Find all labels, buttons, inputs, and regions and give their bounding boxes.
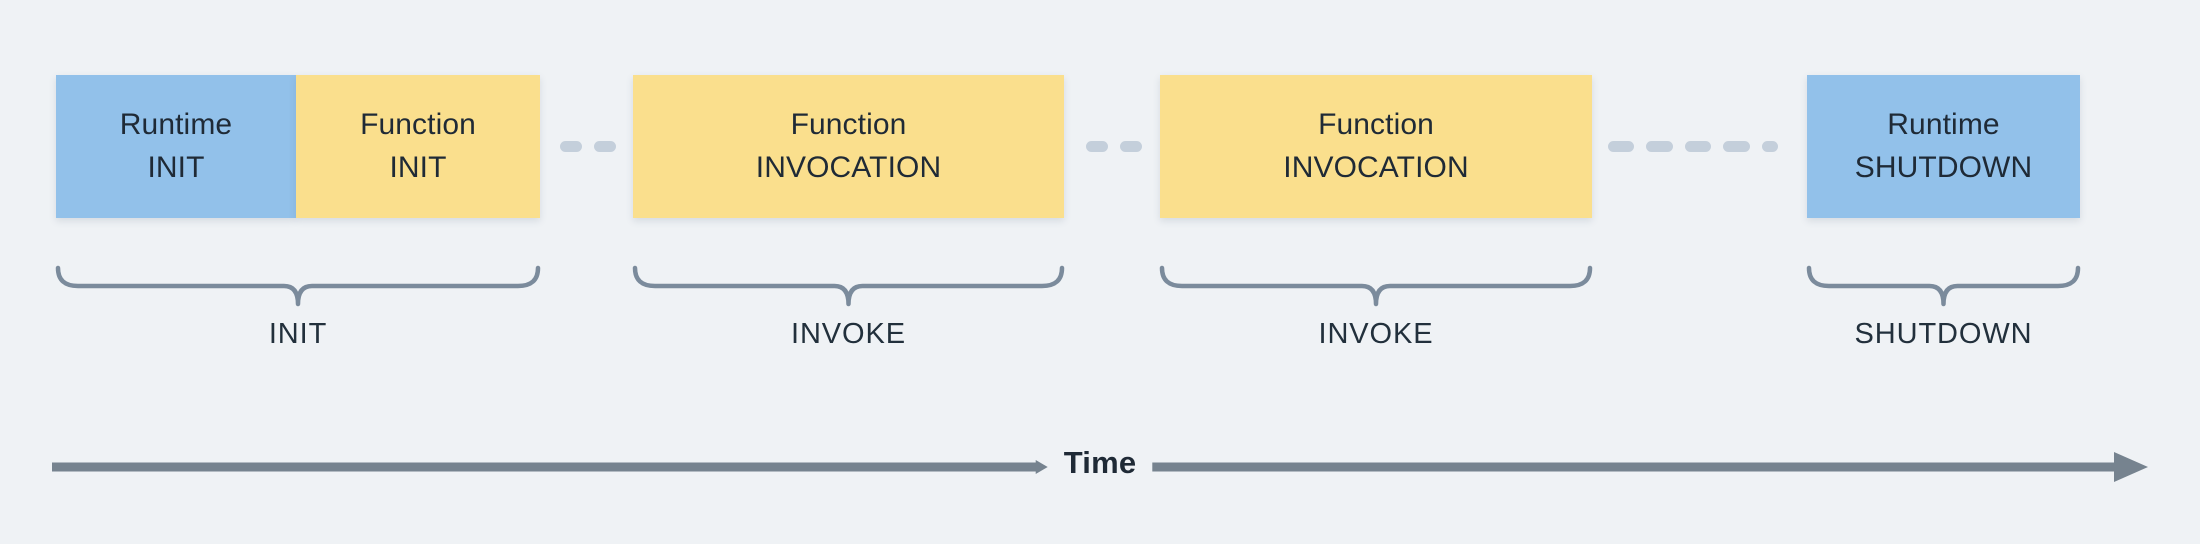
- phase-box-subtitle: INVOCATION: [1283, 150, 1469, 184]
- time-axis-arrowhead: [2114, 452, 2148, 482]
- dashed-connector-3: [1608, 141, 1788, 153]
- brace-invoke-1: [632, 265, 1065, 307]
- phase-label-invoke-1: INVOKE: [791, 318, 906, 350]
- dash-segment: [1646, 141, 1673, 152]
- phase-box-title: Function: [360, 107, 476, 141]
- brace-init: [55, 265, 541, 307]
- dash-segment: [560, 141, 582, 152]
- dashed-connector-1: [560, 141, 616, 153]
- phase-box-title: Function: [790, 107, 907, 141]
- phase-box-subtitle: INIT: [389, 150, 447, 184]
- brace-shutdown: [1806, 265, 2081, 307]
- phase-box-title: Runtime: [119, 107, 233, 141]
- phase-box-subtitle: INVOCATION: [755, 150, 942, 184]
- dash-segment: [594, 141, 616, 152]
- dash-segment: [1120, 141, 1142, 152]
- phase-label-invoke-2: INVOKE: [1318, 318, 1434, 350]
- phase-label-shutdown: SHUTDOWN: [1854, 318, 2033, 350]
- dash-segment: [1684, 141, 1712, 152]
- brace-invoke-2: [1159, 265, 1593, 307]
- dash-segment: [1761, 141, 1778, 152]
- phase-box-subtitle: SHUTDOWN: [1854, 150, 2033, 184]
- dash-segment: [1723, 141, 1750, 152]
- time-axis-nub: [1035, 460, 1048, 474]
- dash-segment: [1608, 141, 1635, 152]
- phase-label-init: INIT: [268, 318, 328, 350]
- dash-segment: [1086, 141, 1108, 152]
- phase-box-title: Function: [1318, 107, 1434, 141]
- dashed-connector-2: [1086, 141, 1142, 153]
- phase-box-subtitle: INIT: [147, 150, 205, 184]
- phase-box-title: Runtime: [1887, 107, 2000, 141]
- time-axis-label: Time: [1063, 445, 1137, 480]
